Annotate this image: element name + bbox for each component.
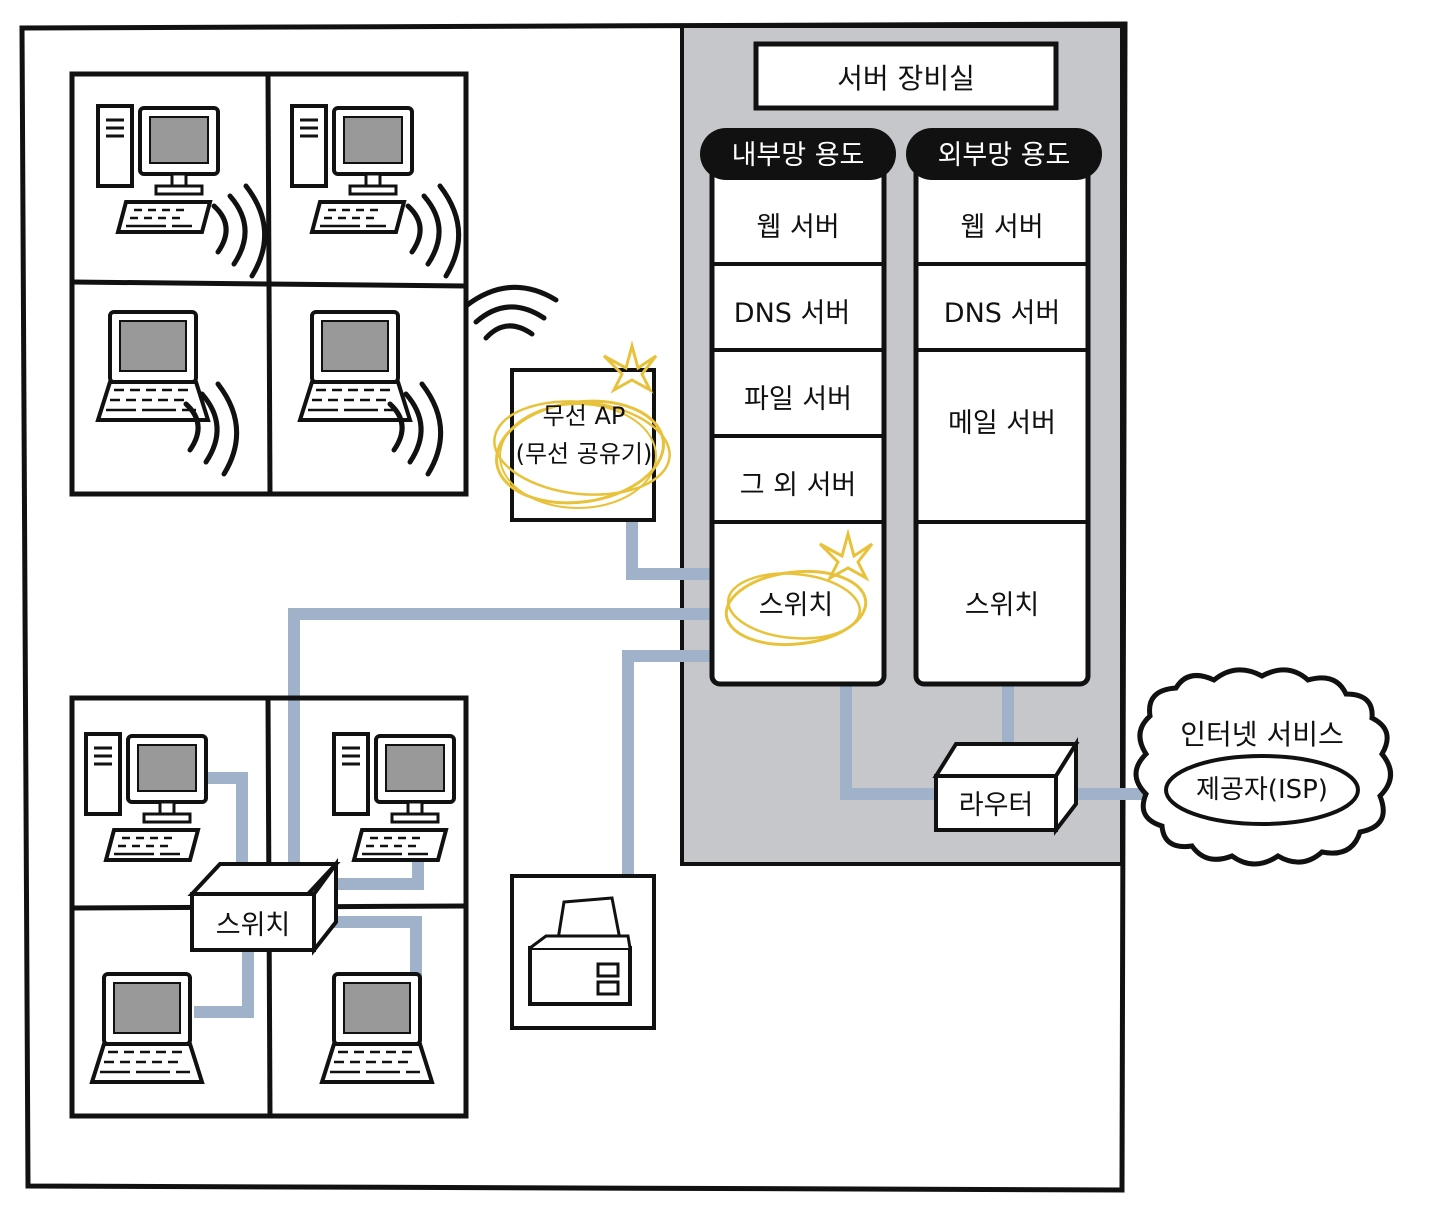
ap-label-line2: (무선 공유기) (516, 440, 653, 468)
external-rack: 외부망 용도 웹 서버 DNS 서버 메일 서버 스위치 (906, 128, 1102, 687)
router-label: 라우터 (959, 790, 1034, 821)
cable-desk4 (326, 916, 422, 988)
external-web-server: 웹 서버 (960, 212, 1043, 243)
external-rack-header: 외부망 용도 (938, 140, 1071, 171)
wireless-office (69, 71, 469, 497)
internal-file-server: 파일 서버 (744, 384, 852, 415)
server-room-title-box: 서버 장비실 (753, 41, 1059, 111)
isp-label-line1: 인터넷 서비스 (1180, 718, 1343, 751)
ap-label-line1: 무선 AP (543, 402, 626, 430)
isp-label-line2: 제공자(ISP) (1196, 775, 1328, 805)
laptop-icon (90, 972, 204, 1084)
laptop-icon (96, 310, 210, 422)
laptop-icon (298, 310, 412, 422)
external-dns-server: DNS 서버 (944, 298, 1060, 329)
cloud-icon (1133, 667, 1393, 867)
office-switch: 스위치 (187, 857, 341, 956)
cable-printer-to-switch (622, 650, 718, 890)
office-switch-label: 스위치 (216, 910, 291, 941)
external-rack-header-pill (906, 128, 1102, 180)
network-cables (194, 504, 1166, 1018)
wireless-ap: 무선 AP (무선 공유기) (493, 340, 671, 522)
internal-other-server: 그 외 서버 (740, 470, 857, 501)
cable-desk1 (202, 772, 248, 878)
cable-ap-to-switch (626, 504, 718, 580)
laptop-icon (320, 972, 434, 1084)
server-room-title: 서버 장비실 (837, 62, 975, 95)
isp-cloud: 인터넷 서비스 제공자(ISP) (1133, 667, 1393, 867)
internal-dns-server: DNS 서버 (734, 298, 850, 329)
cable-desk3 (194, 944, 254, 1018)
external-switch: 스위치 (965, 590, 1040, 621)
external-mail-server: 메일 서버 (948, 408, 1056, 439)
cable-office-switch-to-switch (288, 608, 718, 878)
star-icon (818, 528, 874, 582)
internal-rack-header-pill (700, 128, 896, 180)
internal-rack: 내부망 용도 웹 서버 DNS 서버 파일 서버 그 외 서버 스위치 (700, 128, 896, 687)
star-icon (602, 340, 658, 394)
router: 라우터 (932, 737, 1080, 836)
cable-switch-to-router (840, 680, 942, 800)
internal-rack-header: 내부망 용도 (732, 140, 865, 171)
internal-web-server: 웹 서버 (756, 212, 839, 243)
internal-switch: 스위치 (759, 590, 834, 621)
printer (510, 874, 656, 1030)
printer-icon (528, 896, 632, 1006)
